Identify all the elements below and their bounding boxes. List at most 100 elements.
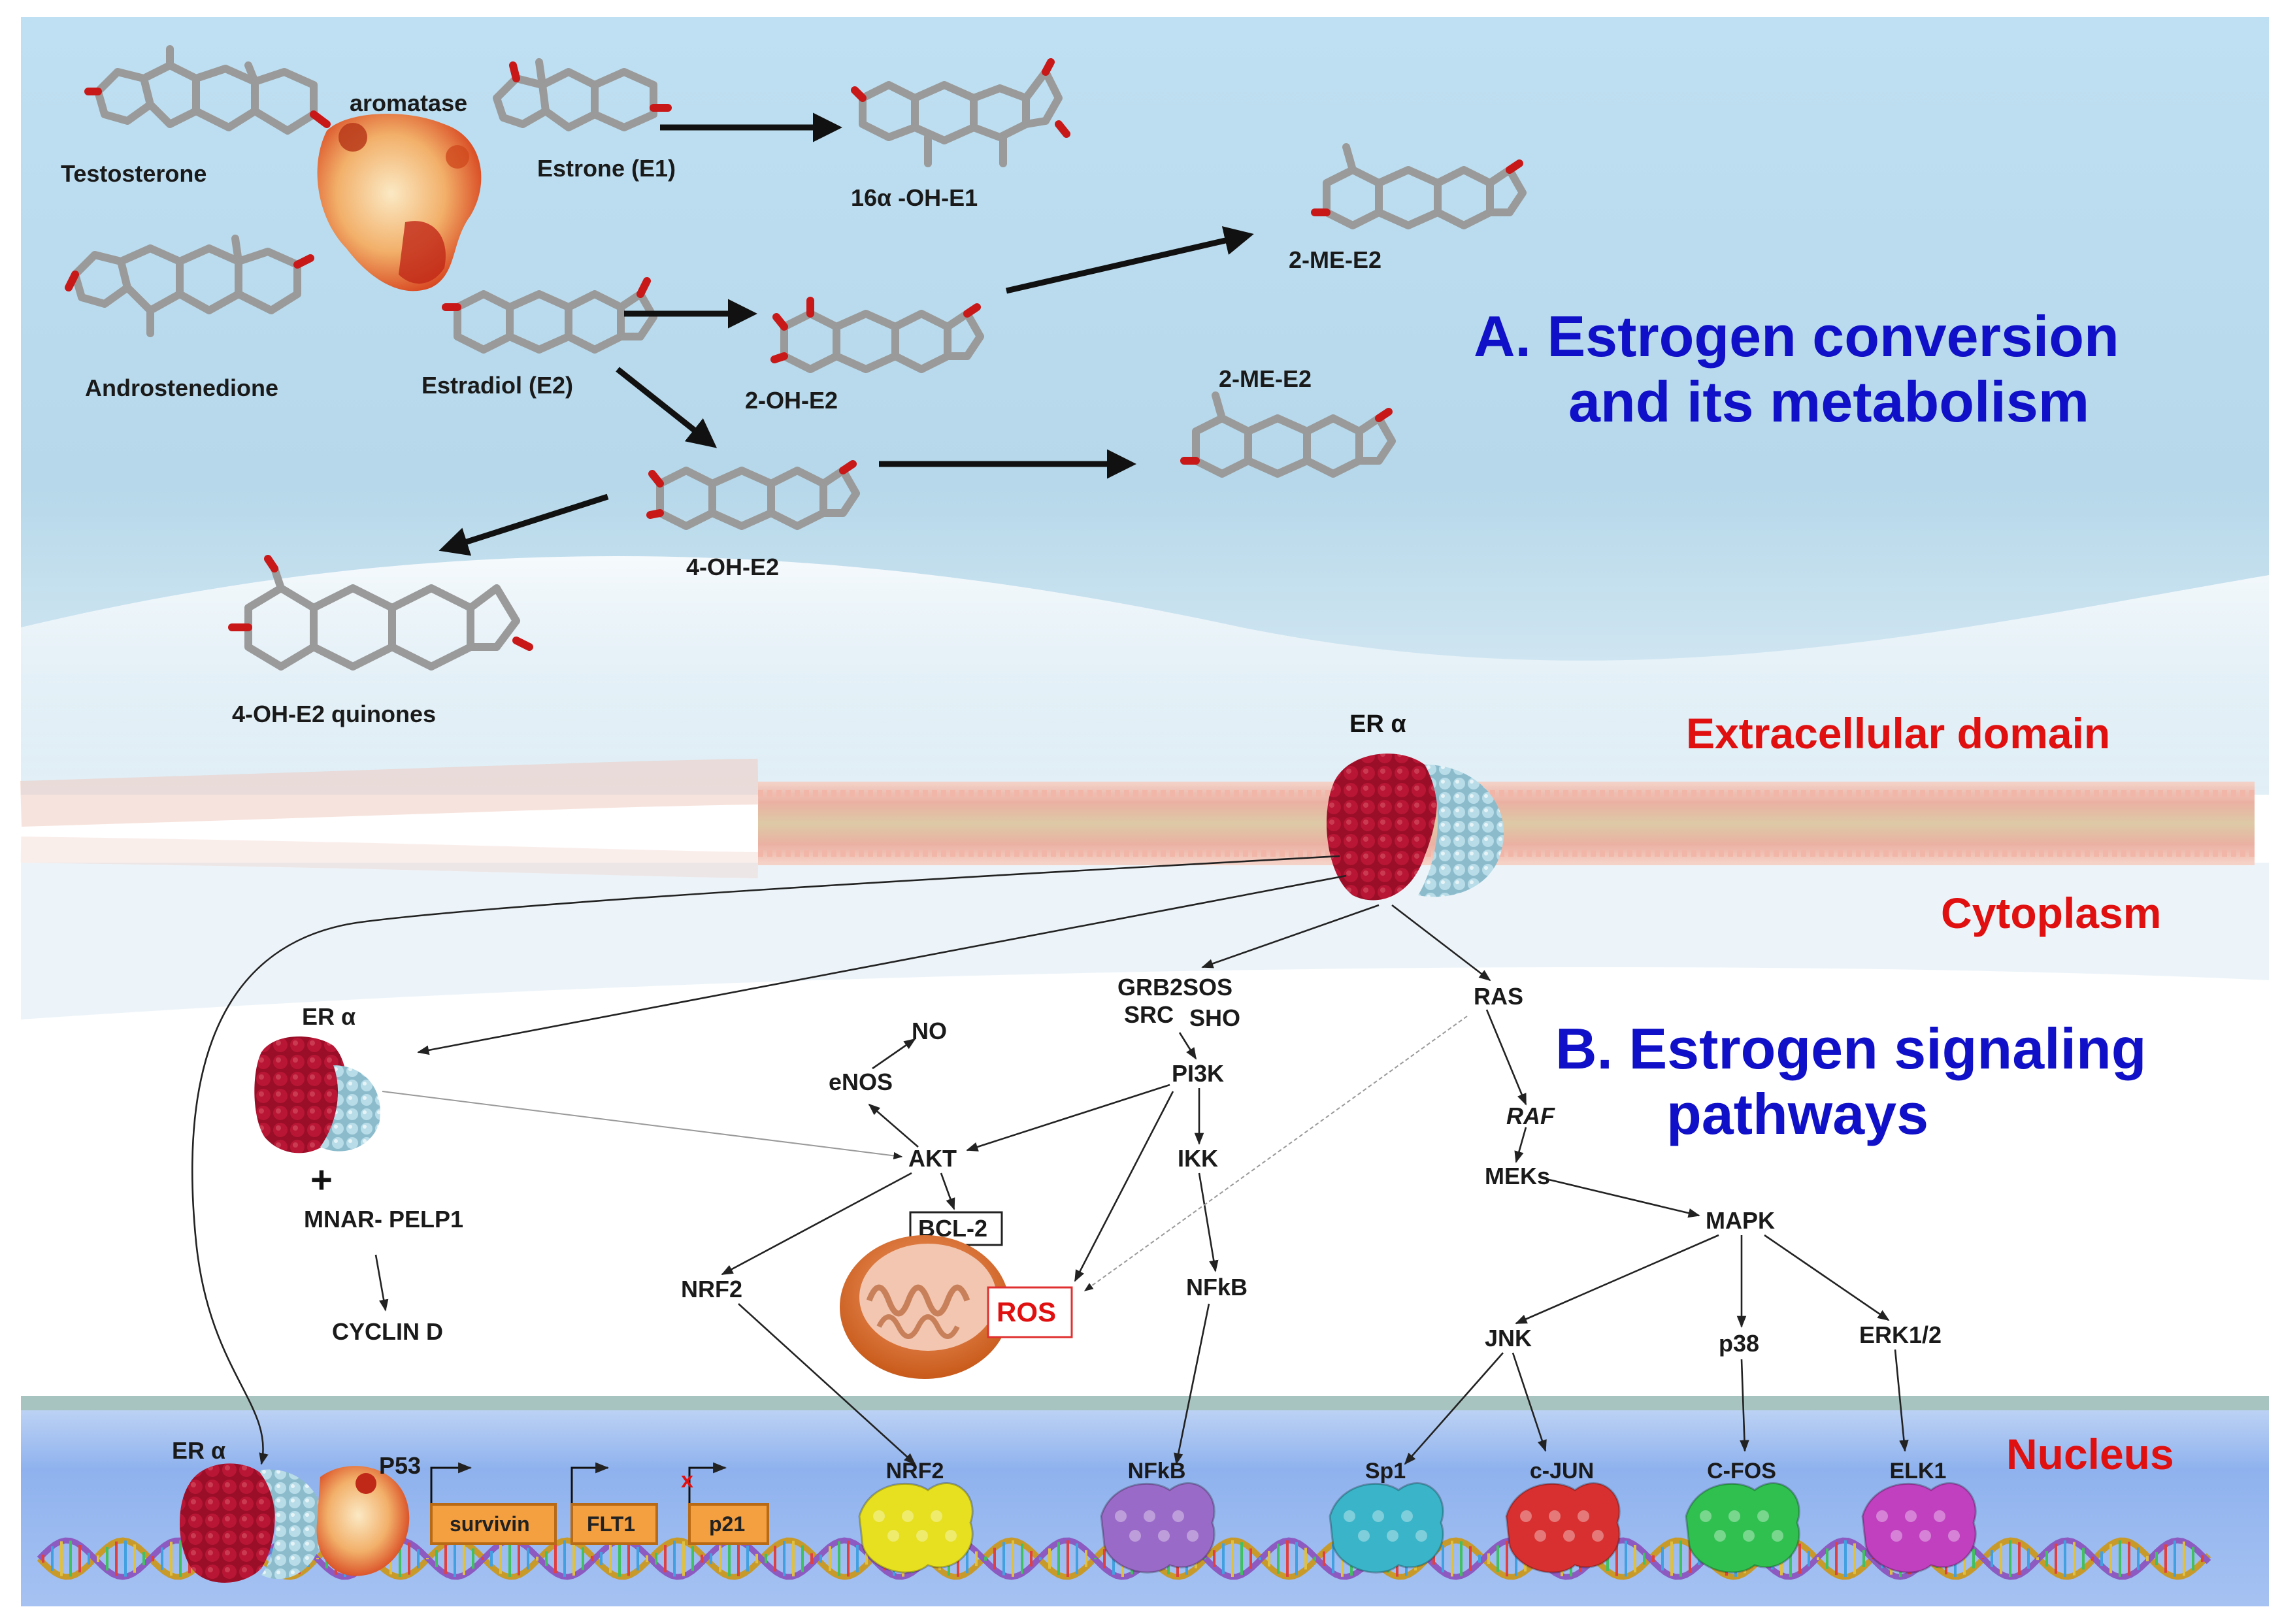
label-cytoplasm: Cytoplasm bbox=[1941, 889, 2161, 937]
edge-er-to-cyto-er bbox=[417, 874, 1347, 1055]
edge-mapk-to-erk bbox=[1764, 1234, 1890, 1321]
edge-raf-to-meks bbox=[1514, 1127, 1527, 1163]
tf-label-elk1: ELK1 bbox=[1890, 1459, 1947, 1483]
tf-nrf2 bbox=[858, 1482, 974, 1574]
edge-p38-to-cfos bbox=[1740, 1359, 1749, 1452]
node-grb2sos: GRB2SOS bbox=[1117, 974, 1232, 1001]
er-alpha-cytoplasm-protein bbox=[254, 1036, 380, 1153]
label-er-alpha-membrane: ER α bbox=[1349, 710, 1406, 738]
label-er-alpha-nucleus: ER α bbox=[172, 1437, 225, 1464]
estrone-molecule bbox=[493, 58, 672, 131]
transcription-factors: NRF2 NFkB Sp1 c-JUN C-FOS ELK1 bbox=[858, 1459, 1977, 1574]
gene-survivin: survivin bbox=[430, 1503, 557, 1545]
blocked-x-mark: x bbox=[681, 1468, 693, 1493]
estradiol-molecule bbox=[442, 277, 657, 354]
arrow-2oh-to-2me bbox=[1005, 226, 1254, 294]
me2-e2-mid-molecule bbox=[1180, 391, 1396, 478]
label-quinones: 4-OH-E2 quinones bbox=[232, 701, 436, 727]
section-b-title-line1: B. Estrogen signaling bbox=[1555, 1016, 2147, 1081]
mitochondrion bbox=[840, 1235, 1010, 1379]
gene-label-p21: p21 bbox=[709, 1512, 745, 1536]
tf-label-nfkb: NFkB bbox=[1128, 1459, 1186, 1483]
node-sho: SHO bbox=[1189, 1004, 1240, 1031]
gene-label-flt1: FLT1 bbox=[587, 1512, 635, 1536]
tf-label-sp1: Sp1 bbox=[1365, 1459, 1406, 1483]
metabolism-arrows bbox=[438, 112, 1254, 556]
node-raf: RAF bbox=[1506, 1102, 1555, 1129]
cell-membrane bbox=[20, 759, 2255, 878]
edge-er-to-grb2 bbox=[1201, 904, 1380, 969]
promoter-arrows bbox=[430, 1462, 727, 1503]
me2-e2-top-molecule bbox=[1311, 143, 1527, 229]
edge-ikk-to-nfkb bbox=[1198, 1172, 1219, 1272]
tf-nfkb bbox=[1100, 1482, 1215, 1574]
node-erk12: ERK1/2 bbox=[1859, 1321, 1942, 1348]
node-no: NO bbox=[912, 1018, 947, 1044]
tf-cfos bbox=[1685, 1482, 1800, 1574]
label-4oh-e2: 4-OH-E2 bbox=[686, 554, 779, 580]
label-er-alpha-cyto: ER α bbox=[302, 1003, 356, 1030]
er-alpha-nuclear-protein bbox=[180, 1463, 324, 1583]
label-mnar-pelp1: MNAR- PELP1 bbox=[304, 1206, 463, 1233]
edge-grb2-to-pi3k bbox=[1178, 1032, 1197, 1060]
edge-ras-to-raf bbox=[1485, 1009, 1527, 1106]
p53-protein bbox=[316, 1466, 410, 1576]
edge-nfkb-to-nucleus bbox=[1174, 1303, 1210, 1465]
node-ikk: IKK bbox=[1178, 1145, 1218, 1172]
quinones-molecule bbox=[228, 555, 533, 671]
edge-akt-to-bcl2 bbox=[940, 1172, 955, 1210]
ros-box bbox=[987, 1286, 1073, 1338]
node-akt: AKT bbox=[908, 1145, 957, 1172]
label-testosterone: Testosterone bbox=[61, 160, 207, 187]
edge-meks-to-mapk bbox=[1548, 1178, 1700, 1218]
edge-erk-to-elk1 bbox=[1894, 1349, 1909, 1452]
node-ros: ROS bbox=[997, 1297, 1056, 1327]
label-aromatase: aromatase bbox=[350, 90, 467, 116]
label-oh16-e1: 16α -OH-E1 bbox=[851, 184, 978, 211]
node-nfkb-cyto: NFkB bbox=[1186, 1274, 1248, 1301]
node-mapk: MAPK bbox=[1706, 1207, 1775, 1234]
gene-label-survivin: survivin bbox=[450, 1512, 530, 1536]
edge-pi3k-to-akt bbox=[966, 1084, 1170, 1152]
tf-label-cfos: C-FOS bbox=[1707, 1459, 1776, 1483]
edge-akt-to-nrf2 bbox=[721, 1172, 912, 1276]
signaling-edges bbox=[191, 855, 1909, 1465]
label-estradiol: Estradiol (E2) bbox=[422, 372, 573, 399]
edge-pi3k-to-ros bbox=[1074, 1091, 1174, 1282]
er-alpha-membrane-protein bbox=[1327, 754, 1504, 901]
label-2me-e2-top: 2-ME-E2 bbox=[1289, 246, 1381, 273]
tf-sp1 bbox=[1329, 1482, 1444, 1574]
tf-cjun bbox=[1505, 1482, 1621, 1574]
tf-elk1 bbox=[1861, 1482, 1977, 1574]
edge-akt-to-enos bbox=[868, 1103, 919, 1148]
node-enos: eNOS bbox=[829, 1069, 893, 1095]
node-p38: p38 bbox=[1719, 1330, 1759, 1357]
edge-er-to-ras bbox=[1391, 904, 1491, 982]
testosterone-molecule bbox=[84, 45, 331, 135]
arrow-4oh-to-quinones bbox=[438, 493, 609, 556]
label-androstenedione: Androstenedione bbox=[85, 374, 278, 401]
edge-ras-to-ros bbox=[1083, 1016, 1468, 1291]
edge-cyto-er-to-akt bbox=[382, 1091, 903, 1159]
label-2me-e2-mid: 2-ME-E2 bbox=[1219, 365, 1312, 392]
section-a-title-line1: A. Estrogen conversion bbox=[1474, 304, 2119, 369]
node-jnk: JNK bbox=[1485, 1325, 1532, 1351]
oh4-e2-molecule bbox=[646, 460, 860, 530]
node-src: SRC bbox=[1124, 1001, 1174, 1028]
label-extracellular-domain: Extracellular domain bbox=[1686, 709, 2110, 757]
gene-flt1: FLT1 bbox=[570, 1503, 658, 1545]
edge-enos-to-no bbox=[872, 1038, 916, 1070]
edge-nrf2-to-nucleus bbox=[738, 1303, 916, 1465]
oh2-e2-molecule bbox=[770, 297, 984, 373]
node-nrf2-cyto: NRF2 bbox=[681, 1276, 742, 1302]
edge-er-to-nuclear-er bbox=[191, 855, 1340, 1465]
tf-label-cjun: c-JUN bbox=[1530, 1459, 1594, 1483]
node-meks: MEKs bbox=[1485, 1163, 1550, 1189]
tf-label-nrf2: NRF2 bbox=[886, 1459, 944, 1483]
edge-jnk-to-cjun bbox=[1512, 1352, 1547, 1452]
arrow-e2-to-4oh bbox=[616, 367, 718, 448]
label-2oh-e2: 2-OH-E2 bbox=[745, 387, 838, 414]
node-pi3k: PI3K bbox=[1172, 1060, 1224, 1087]
plus-sign: + bbox=[310, 1159, 333, 1201]
